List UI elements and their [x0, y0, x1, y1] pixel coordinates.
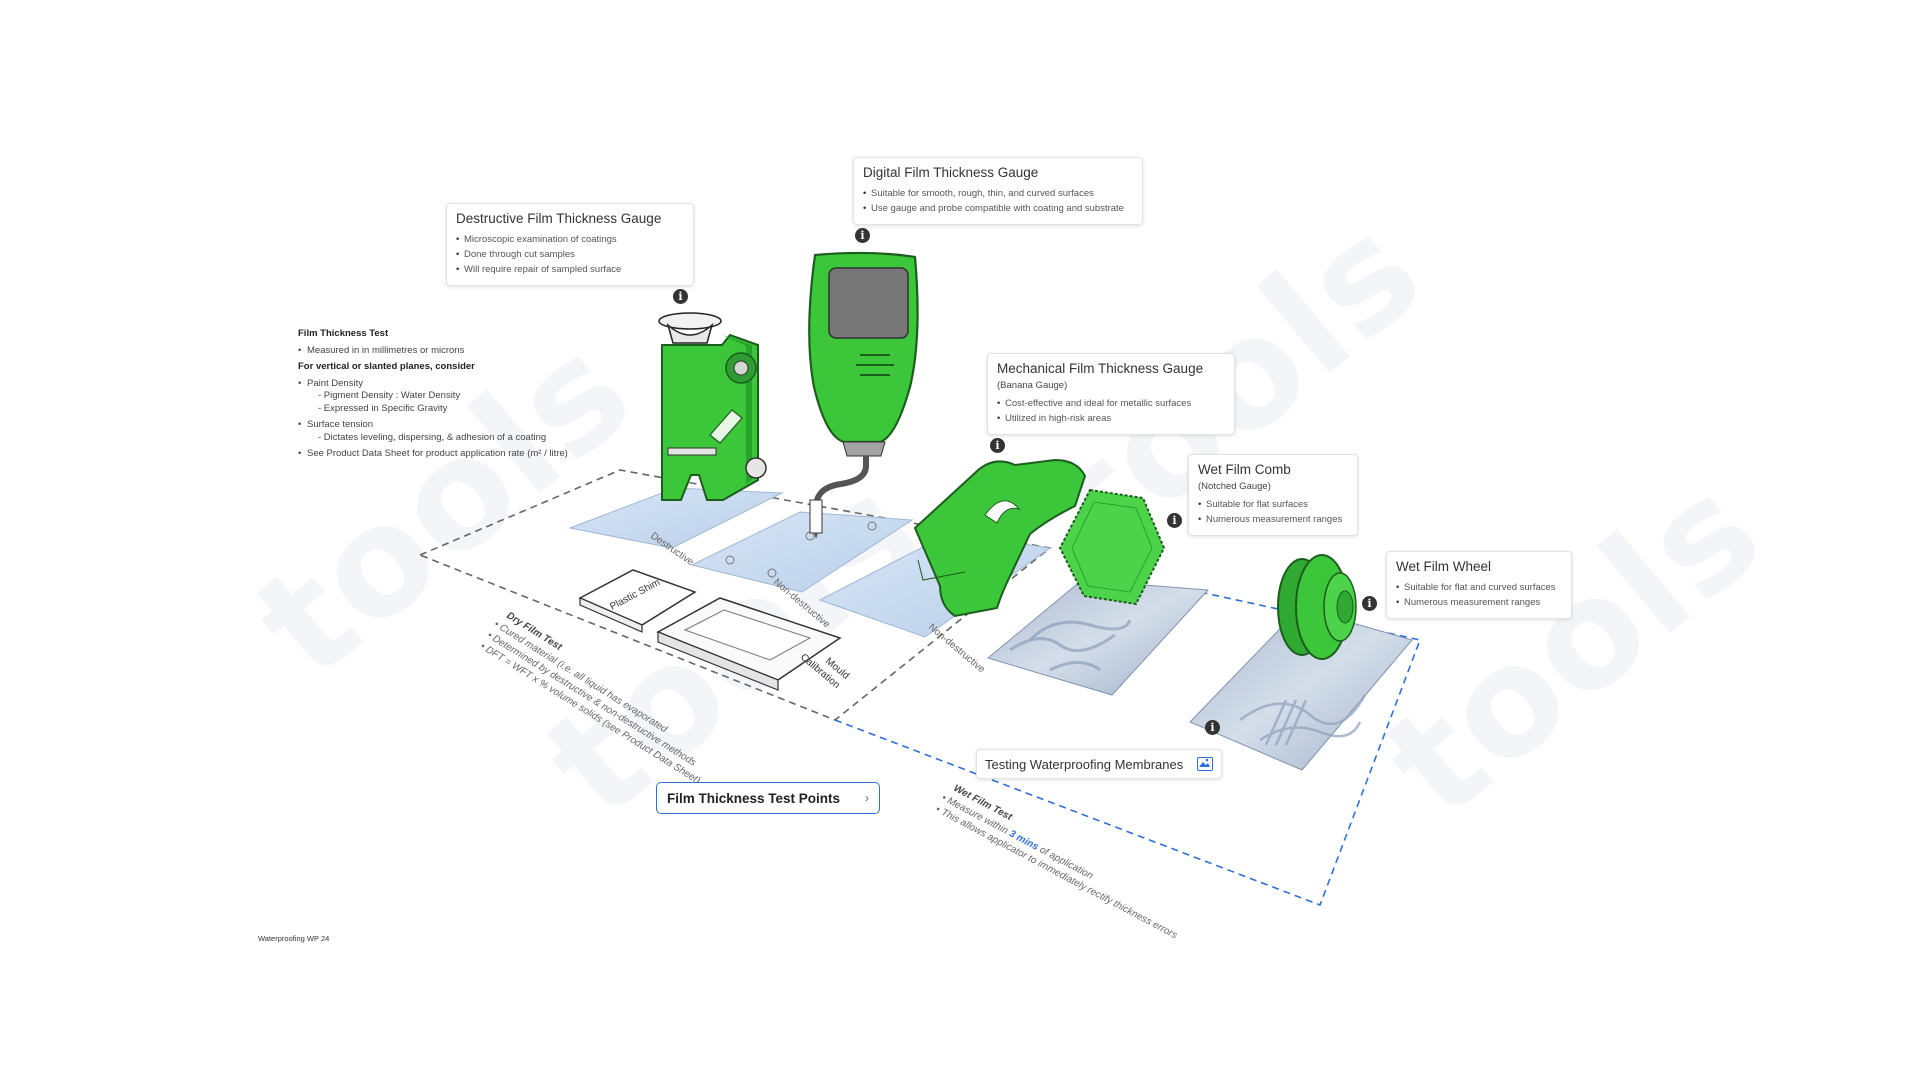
dry-film-line-3: DFT = WFT x % volume solids (see Product… — [483, 644, 702, 786]
button-label: Testing Waterproofing Membranes — [985, 756, 1184, 772]
wet-film-wheel-illustration — [1277, 554, 1357, 660]
non-destructive-plate-1 — [690, 511, 914, 593]
wet-plate-comb — [986, 579, 1210, 696]
info-icon-testing[interactable]: i — [1205, 720, 1220, 735]
callout-title: Wet Film Comb — [1198, 462, 1291, 477]
notes-surface-tension: Surface tension — [298, 419, 568, 432]
callout-bullet: Done through cut samples — [456, 247, 684, 262]
callout-title: Mechanical Film Thickness Gauge — [997, 361, 1204, 376]
callout-bullet: Suitable for flat and curved surfaces — [1396, 580, 1562, 595]
callout-destructive-gauge: Destructive Film Thickness Gauge Microsc… — [446, 203, 694, 286]
callout-bullet: Utilized in high-risk areas — [997, 411, 1225, 426]
callout-bullet: Microscopic examination of coatings — [456, 232, 684, 247]
footer-label: Waterproofing WP 24 — [258, 934, 330, 943]
callout-digital-gauge: Digital Film Thickness Gauge Suitable fo… — [853, 157, 1143, 225]
callout-bullet: Numerous measurement ranges — [1198, 512, 1348, 527]
chevron-right-icon: › — [865, 791, 869, 805]
dry-film-line-1: Cured material (i.e. all liquid has evap… — [497, 622, 669, 735]
wet-film-line-2: This allows applicator to immediately re… — [939, 807, 1179, 941]
label-non-destructive-2: Non-destructive — [926, 622, 987, 676]
mechanical-gauge-illustration — [913, 458, 1087, 618]
wet-film-comb-illustration — [1058, 488, 1166, 606]
callout-wet-film-wheel: Wet Film Wheel Suitable for flat and cur… — [1386, 551, 1572, 619]
destructive-gauge-illustration — [658, 312, 767, 501]
callout-wet-film-comb: Wet Film Comb (Notched Gauge) Suitable f… — [1188, 454, 1358, 536]
notes-see-pds: See Product Data Sheet for product appli… — [298, 448, 568, 461]
svg-text:• Cured material (i.e. all liq: • Cured material (i.e. all liquid has ev… — [492, 619, 669, 736]
digital-gauge-illustration — [808, 251, 919, 539]
callout-title: Wet Film Wheel — [1396, 559, 1492, 574]
info-icon-digital[interactable]: i — [855, 228, 870, 243]
film-thickness-notes: Film Thickness Test Measured in in milli… — [298, 328, 568, 461]
film-thickness-test-points-button[interactable]: Film Thickness Test Points › — [656, 782, 880, 814]
notes-paint-density: Paint Density — [298, 378, 568, 391]
svg-text:• Measure within 3 mins of app: • Measure within 3 mins of application — [940, 792, 1095, 882]
callout-bullet: Will require repair of sampled surface — [456, 262, 684, 277]
callout-bullet: Suitable for smooth, rough, thin, and cu… — [863, 186, 1133, 201]
notes-consider: For vertical or slanted planes, consider — [298, 361, 475, 372]
callout-subtitle: (Banana Gauge) — [997, 380, 1068, 391]
svg-text:• DFT = WFT x % volume solids: • DFT = WFT x % volume solids (see Produ… — [478, 641, 702, 787]
info-icon-destructive[interactable]: i — [673, 289, 688, 304]
callout-bullet: Cost-effective and ideal for metallic su… — [997, 396, 1225, 411]
callout-bullet: Suitable for flat surfaces — [1198, 497, 1348, 512]
notes-pigment: - Pigment Density : Water Density — [318, 390, 461, 401]
button-label: Film Thickness Test Points — [667, 790, 841, 806]
testing-waterproofing-membranes-button[interactable]: Testing Waterproofing Membranes — [976, 749, 1222, 779]
wet-film-test-notes: Wet Film Test • Measure within 3 mins of… — [934, 783, 1179, 941]
wet-plate-wheel — [1189, 607, 1413, 771]
destructive-plate — [568, 487, 784, 549]
callout-title: Destructive Film Thickness Gauge — [456, 211, 662, 226]
svg-text:• Determined by destructive &: • Determined by destructive & non-destru… — [485, 630, 698, 769]
callout-bullet: Use gauge and probe compatible with coat… — [863, 201, 1133, 216]
callout-title: Digital Film Thickness Gauge — [863, 165, 1039, 180]
info-icon-wheel[interactable]: i — [1362, 596, 1377, 611]
notes-title: Film Thickness Test — [298, 328, 389, 339]
callout-bullet: Numerous measurement ranges — [1396, 595, 1562, 610]
callout-subtitle: (Notched Gauge) — [1198, 481, 1271, 492]
info-icon-mechanical[interactable]: i — [990, 438, 1005, 453]
info-icon-comb[interactable]: i — [1167, 513, 1182, 528]
image-gallery-icon — [1197, 757, 1213, 771]
notes-dictates: - Dictates leveling, dispersing, & adhes… — [318, 431, 547, 443]
notes-measured: Measured in in millimetres or microns — [298, 345, 568, 358]
svg-text:• This allows applicator to im: • This allows applicator to immediately … — [934, 804, 1179, 941]
callout-mechanical-gauge: Mechanical Film Thickness Gauge (Banana … — [987, 353, 1235, 435]
notes-specific-gravity: - Expressed in Specific Gravity — [318, 402, 448, 414]
